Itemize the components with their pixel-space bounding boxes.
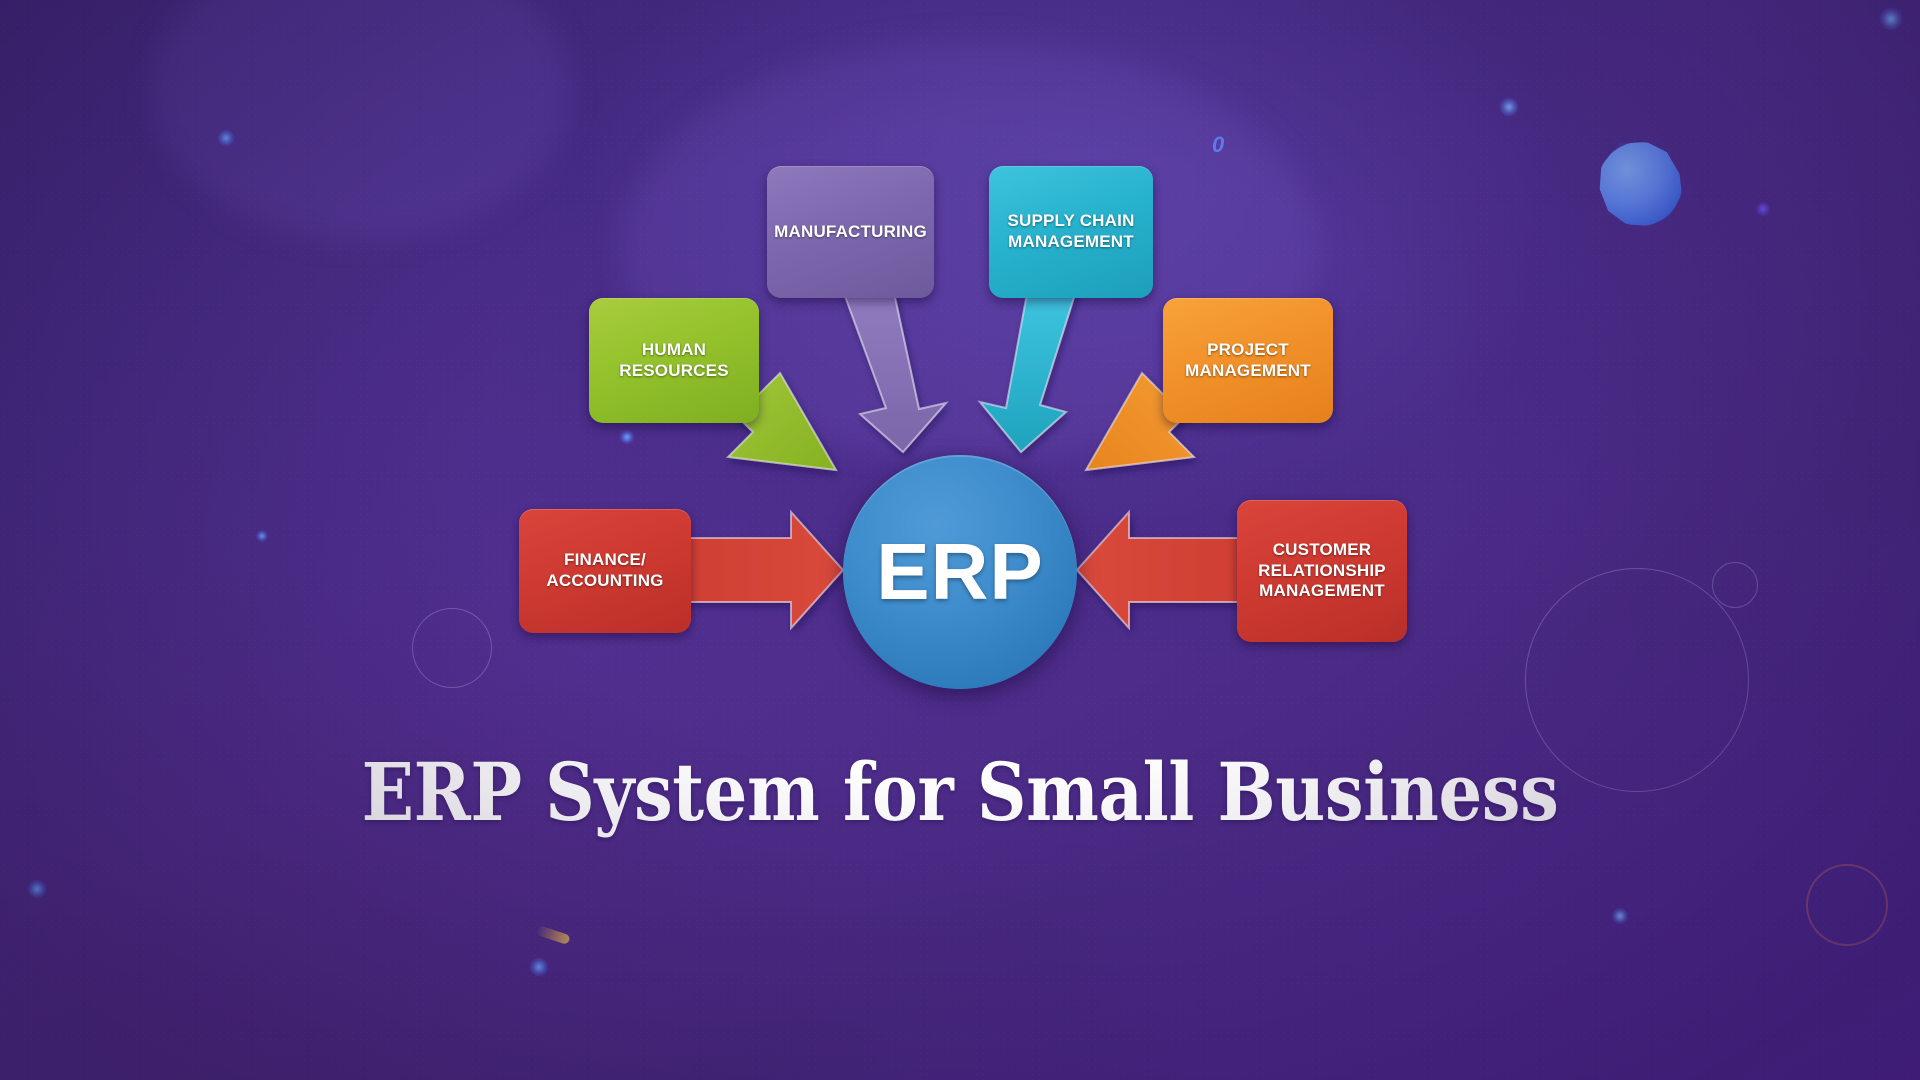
module-label-crm-line1: CUSTOMER xyxy=(1272,539,1372,559)
page-title: ERP System for Small Business xyxy=(361,745,1559,839)
arrow-finance-accounting xyxy=(679,509,845,631)
module-label-finance-accounting: FINANCE/ ACCOUNTING xyxy=(546,550,663,591)
module-card-project-management[interactable]: PROJECT MANAGEMENT xyxy=(1163,298,1333,423)
module-label-customer-relationship-management: CUSTOMER RELATIONSHIP MANAGEMENT xyxy=(1258,540,1386,602)
module-label-supply-chain-line2: MANAGEMENT xyxy=(1008,232,1134,251)
module-label-supply-chain: SUPPLY CHAIN MANAGEMENT xyxy=(1007,211,1134,252)
module-card-customer-relationship-management[interactable]: CUSTOMER RELATIONSHIP MANAGEMENT xyxy=(1237,500,1407,642)
module-label-human-resources-line2: RESOURCES xyxy=(619,360,729,380)
arrow-supply-chain xyxy=(977,287,1079,454)
module-label-crm-line3: MANAGEMENT xyxy=(1259,581,1385,601)
module-label-supply-chain-line1: SUPPLY CHAIN xyxy=(1007,211,1135,231)
erp-center-label: ERP xyxy=(876,527,1044,616)
module-label-human-resources: HUMAN RESOURCES xyxy=(619,340,729,381)
module-card-supply-chain[interactable]: SUPPLY CHAIN MANAGEMENT xyxy=(989,166,1153,298)
module-label-human-resources-line1: HUMAN xyxy=(641,339,707,359)
module-label-project-management-line2: MANAGEMENT xyxy=(1185,360,1311,380)
module-label-finance-accounting-line1: FINANCE/ xyxy=(564,550,646,570)
erp-center-node[interactable]: ERP xyxy=(843,455,1077,689)
module-label-manufacturing: MANUFACTURING xyxy=(774,221,927,241)
arrow-customer-relationship-management xyxy=(1075,509,1241,631)
module-label-crm-line2: RELATIONSHIP xyxy=(1258,560,1386,580)
arrow-manufacturing xyxy=(840,287,949,454)
module-label-project-management: PROJECT MANAGEMENT xyxy=(1185,340,1311,381)
module-label-project-management-line1: PROJECT xyxy=(1207,339,1289,359)
module-card-finance-accounting[interactable]: FINANCE/ ACCOUNTING xyxy=(519,509,691,633)
module-card-manufacturing[interactable]: MANUFACTURING xyxy=(767,166,934,298)
module-label-finance-accounting-line2: ACCOUNTING xyxy=(546,571,664,590)
module-card-human-resources[interactable]: HUMAN RESOURCES xyxy=(589,298,759,423)
